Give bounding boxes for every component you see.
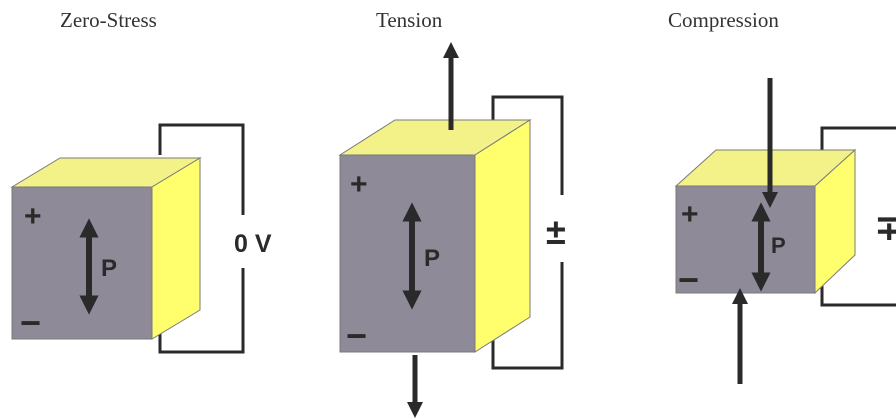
zero-stress-minus-sign: − <box>20 302 41 343</box>
compression-voltage-label: ∓ <box>874 207 896 248</box>
compression-polarization-label: P <box>771 233 786 258</box>
tension-crystal <box>338 119 532 353</box>
title-zero-stress: Zero-Stress <box>60 8 157 32</box>
title-compression: Compression <box>668 8 779 32</box>
tension-panel: + − P ± <box>338 41 566 419</box>
tension-plus-sign: + <box>350 168 368 201</box>
compression-crystal <box>674 148 857 295</box>
compression-panel: + − P ∓ <box>674 78 896 384</box>
tension-polarization-label: P <box>424 245 440 272</box>
tension-voltage-label: ± <box>546 211 566 252</box>
title-tension: Tension <box>376 8 443 32</box>
compression-plus-sign: + <box>681 198 699 231</box>
zero-stress-plus-sign: + <box>24 200 42 233</box>
compression-wire <box>820 126 896 307</box>
tension-minus-sign: − <box>346 315 367 356</box>
zero-stress-panel: + − P 0 V <box>10 123 272 354</box>
tension-wire <box>491 95 564 370</box>
zero-stress-polarization-label: P <box>101 255 117 282</box>
zero-stress-wire <box>158 123 245 354</box>
zero-stress-voltage-label: 0 V <box>234 230 272 258</box>
compression-minus-sign: − <box>678 259 699 300</box>
